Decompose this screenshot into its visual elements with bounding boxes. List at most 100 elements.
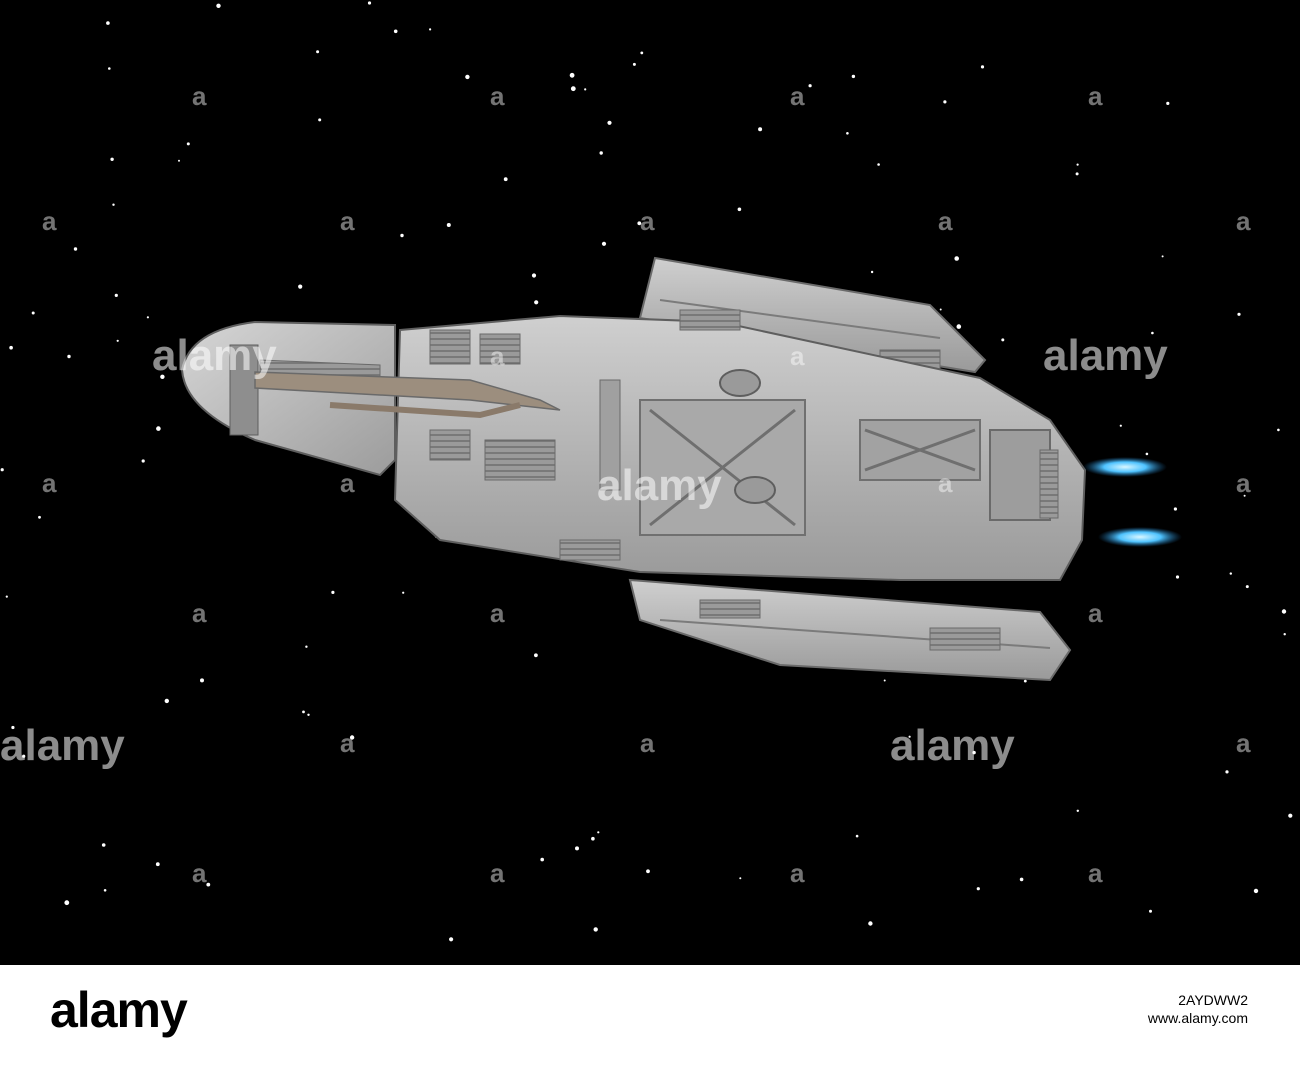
site-url: www.alamy.com [1147,1010,1248,1026]
image-id: 2AYDWW2 [1178,992,1248,1008]
star [367,1,372,5]
image-credit: 2AYDWW2 www.alamy.com [1148,991,1248,1027]
watermark-letter: a [192,858,207,888]
star [956,324,962,329]
watermark-letter: a [490,598,505,628]
star [1243,494,1246,497]
watermark-letter: a [938,206,953,236]
watermark-letter: a [340,468,355,498]
star [1075,172,1079,176]
star [1151,331,1154,335]
star [1173,507,1177,511]
watermark-letter: a [490,81,505,111]
star [868,921,873,926]
star [5,595,8,598]
star [593,927,598,932]
star [870,270,874,274]
watermark-letter: a [192,598,207,628]
star [349,735,355,740]
star [607,120,612,125]
watermark-letter: a [340,206,355,236]
watermark-letter: a [1236,206,1251,236]
star [106,21,110,25]
star [206,882,211,887]
star [939,308,942,311]
star [393,29,398,34]
watermark-letter: a [640,728,655,758]
watermark-letter: a [790,81,805,111]
star [216,3,221,8]
star [540,857,544,862]
star [73,247,78,251]
star [531,273,537,278]
star [0,468,4,472]
star [1119,424,1122,427]
watermark-letter: a [1088,81,1103,111]
star [331,590,335,595]
star [632,62,636,66]
watermark-letter: a [42,468,57,498]
watermark-letter: a [640,206,655,236]
star [67,354,71,359]
starfield [0,1,1293,942]
star [31,311,35,315]
star [160,374,165,379]
watermark-letter: a [490,341,505,371]
star [943,100,947,104]
watermark-text: alamy [597,461,722,510]
star [116,339,119,342]
star [446,223,451,227]
engine-glow-lower [1098,527,1182,547]
star [400,233,404,238]
star [1175,575,1180,579]
watermark-letter: a [1236,468,1251,498]
star [1076,163,1079,166]
star [972,750,976,755]
star [575,846,579,851]
star [954,256,959,261]
star [449,937,454,942]
star [1023,679,1027,683]
watermark-letter: a [790,341,805,371]
star [758,127,763,132]
star [883,679,886,682]
star [186,142,190,146]
watermark-letter: a [1088,598,1103,628]
star [597,831,600,834]
star [178,159,180,162]
star [739,877,742,880]
star [855,834,859,838]
star [1237,312,1241,316]
space-scene: alamy alamy alamy alamy alamy a a a a a … [0,1,1293,942]
star [112,203,115,206]
watermark-letter: a [938,468,953,498]
star [302,710,305,714]
star [9,345,13,350]
star [316,50,320,54]
star [429,28,432,31]
star [155,862,160,867]
engine-glow-upper [1083,457,1167,477]
star [156,426,161,431]
star [534,300,539,305]
star [640,51,644,55]
star [599,151,603,155]
star [737,207,742,212]
star [200,678,204,683]
star [1229,572,1233,575]
star [1166,101,1170,105]
star [591,836,595,841]
star [976,887,980,891]
star [1076,809,1080,812]
watermark-letter: a [42,206,57,236]
watermark-letter: a [490,858,505,888]
star [1245,585,1249,589]
star [38,515,41,519]
star [1288,813,1293,818]
star [110,157,114,161]
star [305,645,308,648]
star [103,889,107,892]
star [1145,452,1149,456]
star [146,316,149,319]
star [101,843,106,847]
